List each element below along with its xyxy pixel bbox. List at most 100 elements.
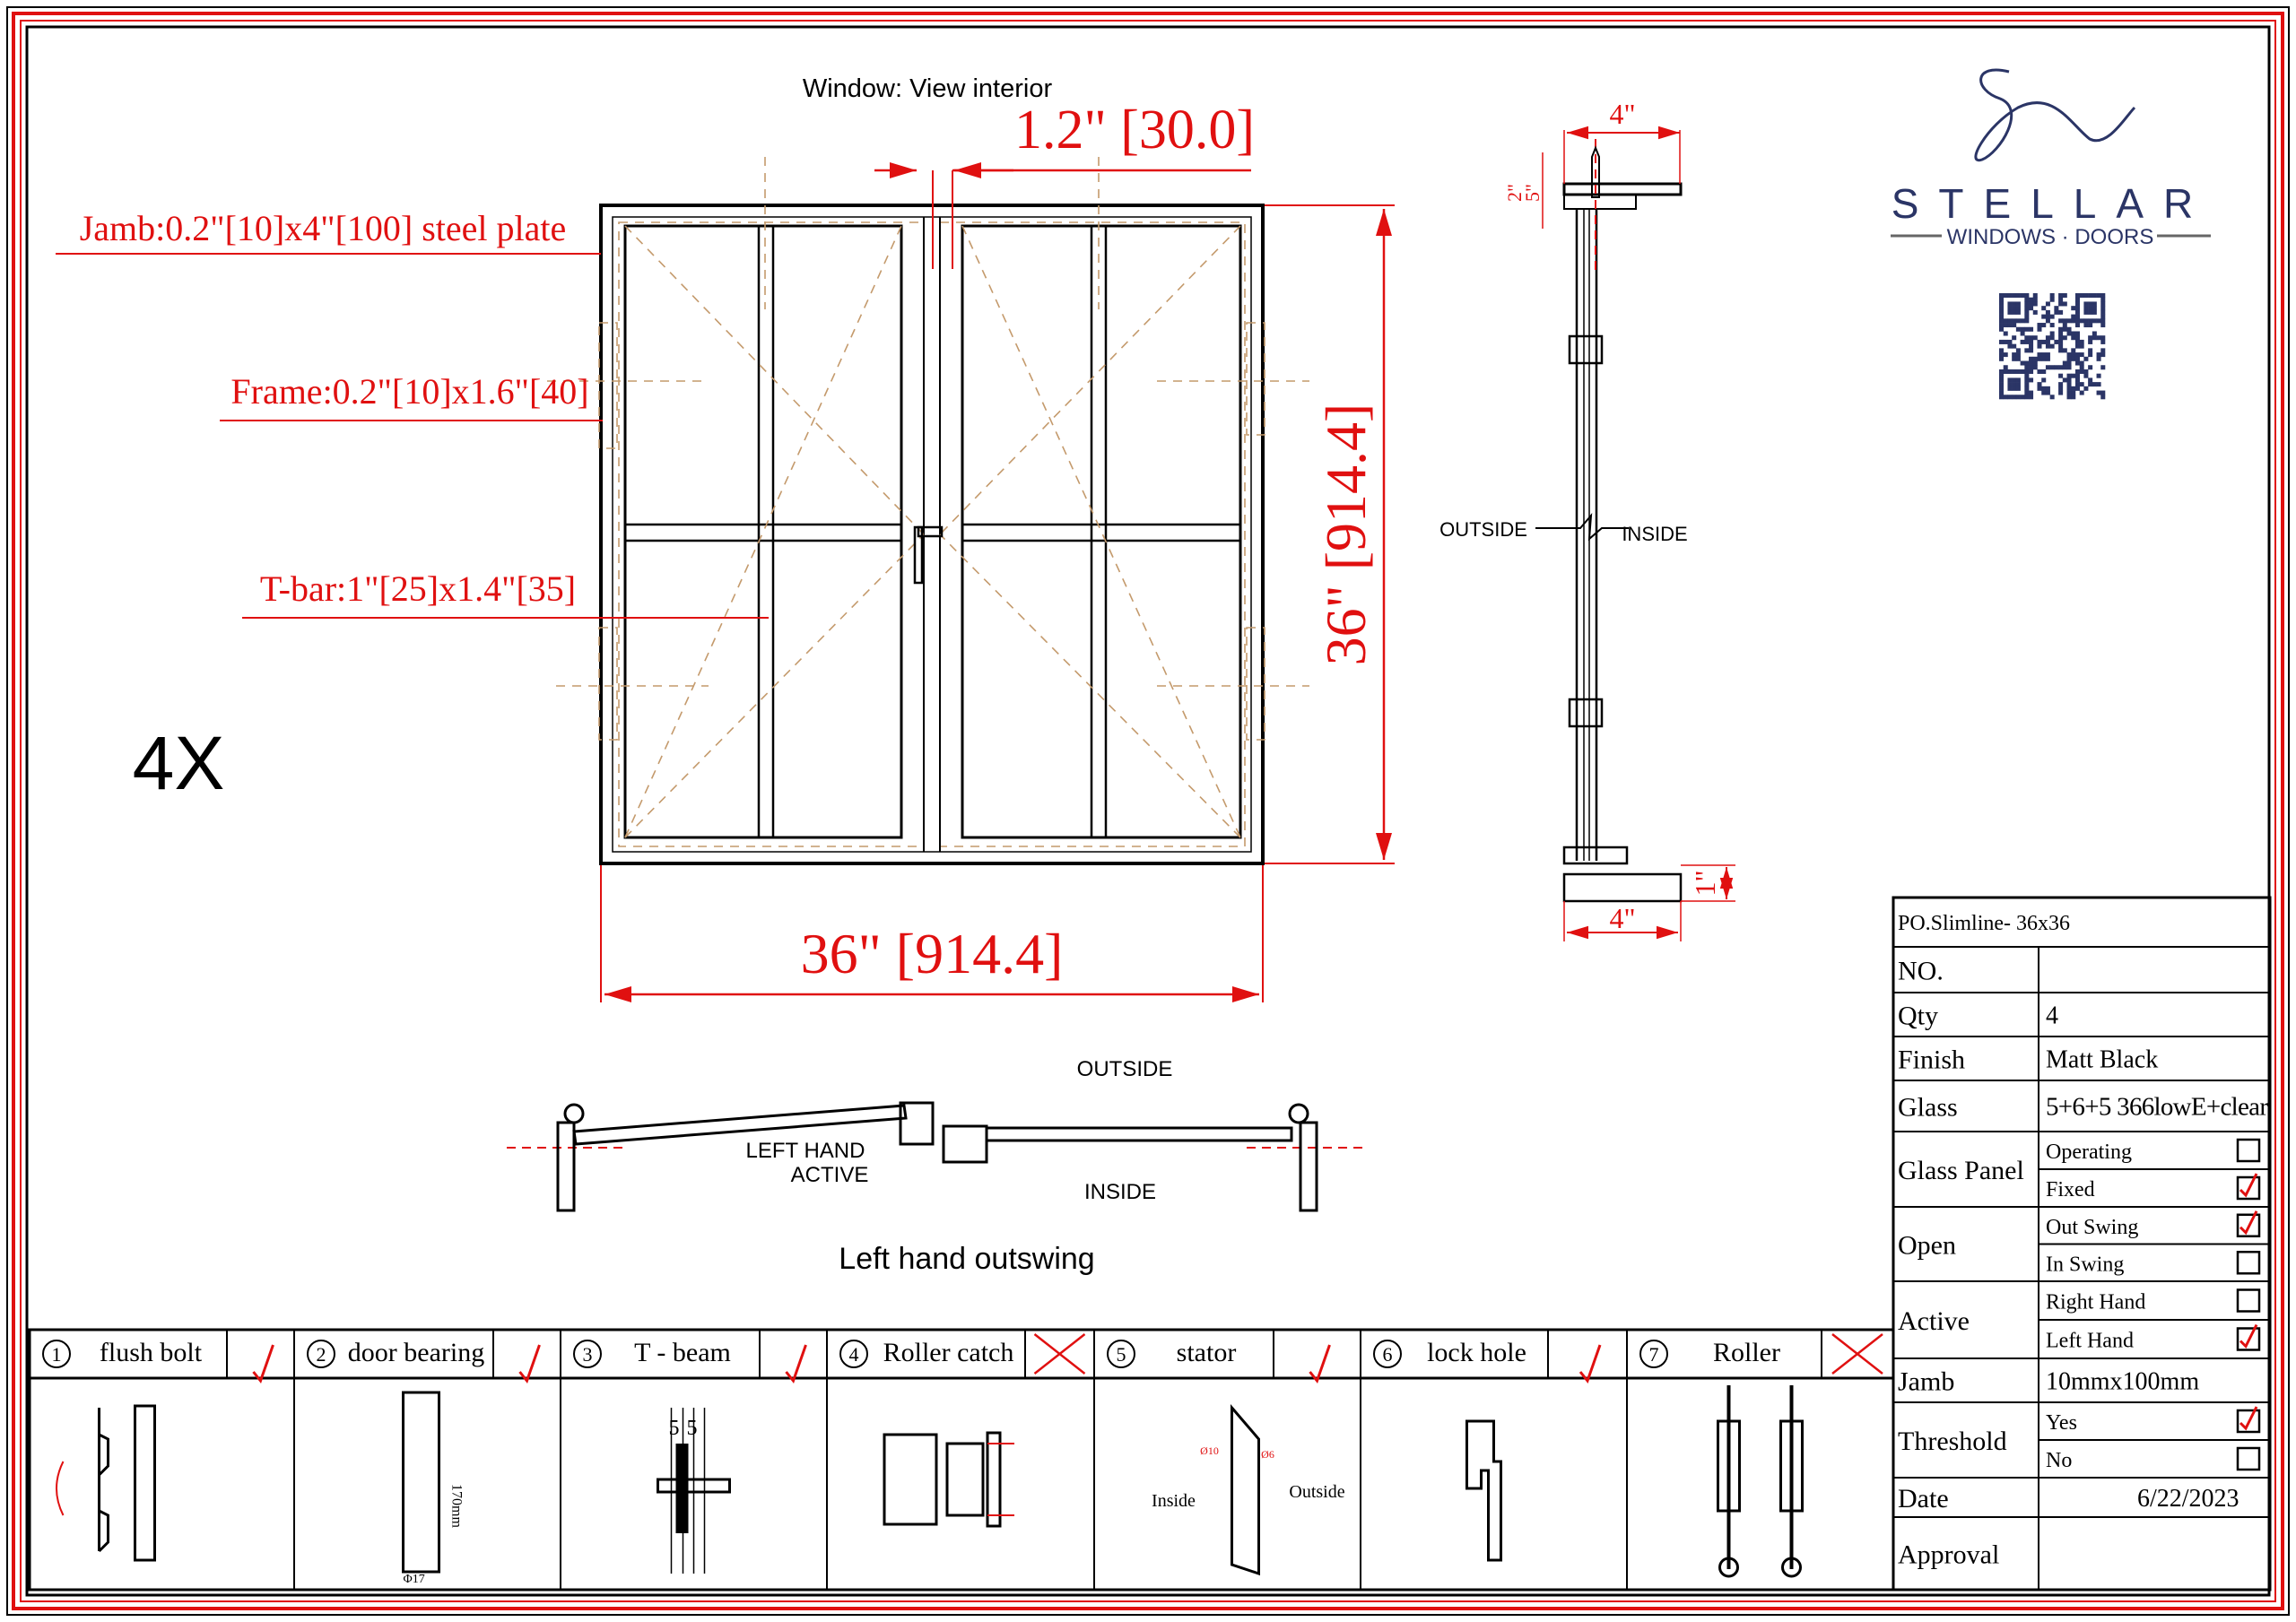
plan-active-label-2: ACTIVE [791,1163,869,1187]
door-handle-icon [913,525,944,585]
section-bottom-dim: 4" [1609,902,1635,934]
spec-label: Open [1898,1231,1956,1261]
option-label: Left Hand [2046,1330,2134,1353]
section-small-dim: 2" [1503,184,1526,202]
spec-label: NO. [1898,957,1944,986]
item-number: 6 [1383,1343,1393,1366]
dimension-height: 36" [914.4] [1265,204,1395,864]
item-number-badge [573,1340,602,1368]
callout-jamb: Jamb:0.2"[10]x4"[100] steel plate [56,208,601,255]
lock-hole-icon [1465,1419,1502,1562]
option-label: In Swing [2046,1253,2124,1276]
checkmark-icon [2239,1173,2258,1198]
option-checkbox[interactable] [2236,1409,2261,1434]
item-number: 2 [317,1343,326,1366]
dimension-width: 36" [914.4] [600,865,1264,1002]
item-number: 7 [1649,1343,1659,1366]
item-label: door bearing [348,1338,484,1367]
spec-value: Matt Black [2046,1046,2158,1074]
plan-inside-label: INSIDE [1084,1180,1156,1204]
item-number: 3 [583,1343,593,1366]
callout-frame-label: Frame:0.2"[10]x1.6"[40] [230,371,588,412]
item-number-badge [1639,1340,1668,1368]
item-label: Roller [1713,1338,1780,1367]
brand-logo: STELLAR WINDOWS · DOORS [1891,68,2211,400]
spec-label: Jamb [1898,1367,1954,1397]
included-check-icon [1578,1344,1602,1384]
spec-label: Qty [1898,1002,1938,1031]
option-checkbox[interactable] [2236,1327,2261,1351]
callout-frame: Frame:0.2"[10]x1.6"[40] [220,371,603,421]
spec-label: Threshold [1898,1427,2007,1456]
brand-tagline: WINDOWS · DOORS [1947,225,2154,249]
gap-dimension-label: 1.2" [30.0] [1014,100,1255,160]
plan-outside-label: OUTSIDE [1077,1057,1173,1081]
roller-catch-icon [883,1433,938,1526]
item-label: flush bolt [100,1338,203,1367]
spec-row-open: Open Out Swing In Swing [1893,1210,2270,1282]
roller-icon [1781,1557,1802,1578]
item-number-badge [42,1340,71,1368]
checkmark-icon [2239,1210,2258,1236]
stator-inside-note: Inside [1152,1491,1196,1511]
excluded-cross-icon [1831,1333,1883,1375]
stator-icon [1231,1403,1260,1576]
option-checkbox[interactable] [2236,1288,2261,1313]
spec-row-no: NO. [1893,957,2270,993]
option-label: Out Swing [2046,1216,2138,1239]
included-check-icon [518,1344,541,1384]
option-checkbox[interactable] [2236,1138,2261,1163]
bearing-length-note: 170mm [449,1484,465,1528]
included-check-icon [785,1344,807,1384]
plan-caption: Left hand outswing [839,1242,1094,1276]
spec-label: Finish [1898,1045,1965,1075]
section-top-dim: 4" [1609,98,1635,130]
qr-code-icon [1999,293,2106,400]
spec-label: Approval [1898,1540,1999,1570]
view-title: Window: View interior [803,74,1053,103]
stator-hole-note: Ø10 [1200,1444,1219,1457]
checkmark-icon [2239,1406,2258,1431]
t-beam-icon [657,1478,731,1494]
callout-tbar: T-bar:1"[25]x1.4"[35] [242,568,769,619]
item-number-badge [307,1340,335,1368]
plan-view: OUTSIDE LEFT HAND ACTIVE INSIDE Left han… [507,1057,1363,1276]
item-number-badge [1373,1340,1402,1368]
spec-value: 6/22/2023 [2137,1485,2239,1513]
option-checkbox[interactable] [2236,1213,2261,1237]
spec-value: 10mmx100mm [2046,1368,2199,1396]
spec-label: Glass [1898,1093,1958,1123]
t-beam-note: 5 [669,1417,680,1440]
callout-tbar-label: T-bar:1"[25]x1.4"[35] [260,568,576,609]
spec-label: Date [1898,1484,1949,1514]
section-threshold-dim: 1" [1689,870,1721,896]
spec-label: Active [1898,1306,1970,1336]
included-check-icon [1309,1344,1331,1384]
door-bearing-icon [402,1391,440,1574]
door-elevation [547,157,1309,865]
checkmark-icon [2239,1323,2258,1349]
bearing-diameter-note: Φ17 [404,1573,425,1586]
width-dimension-label: 36" [914.4] [801,922,1064,985]
option-checkbox[interactable] [2236,1175,2261,1201]
option-label: No [2046,1449,2072,1472]
stator-hole-note-2: Ø6 [1261,1448,1274,1461]
item-label: Roller catch [883,1338,1014,1367]
spec-title: PO.Slimline- 36x36 [1898,912,2070,935]
option-checkbox[interactable] [2236,1251,2261,1275]
included-check-icon [252,1344,274,1384]
quantity-marker: 4X [133,721,225,805]
spec-row-jamb: Jamb 10mmx100mm [1893,1367,2270,1403]
stator-outside-note: Outside [1289,1482,1344,1502]
option-label: Right Hand [2046,1291,2145,1314]
spec-row-finish: Finish Matt Black [1893,1045,2270,1081]
item-number: 1 [52,1343,62,1366]
option-checkbox[interactable] [2236,1446,2261,1471]
